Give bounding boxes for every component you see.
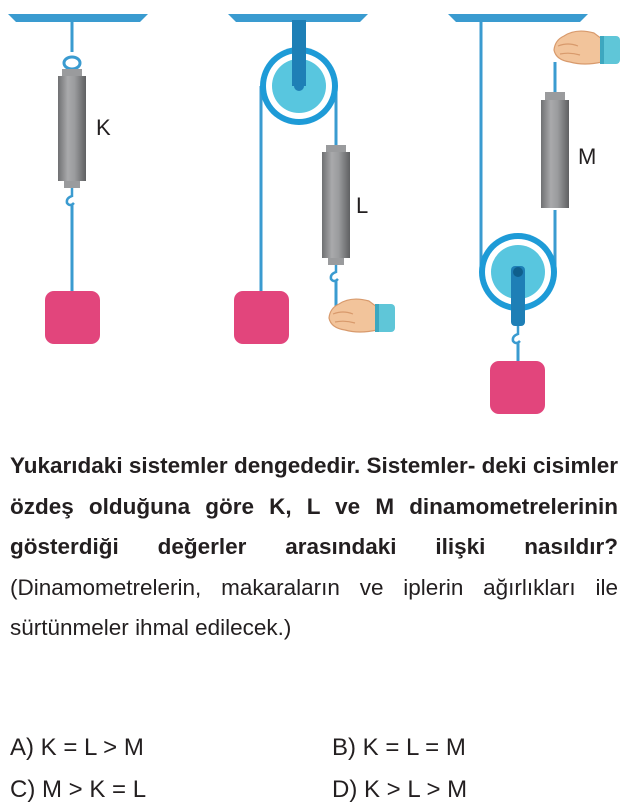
label-l: L (356, 193, 368, 218)
hook-m (511, 326, 521, 345)
label-m: M (578, 144, 596, 169)
option-d-text: K > L > M (364, 776, 468, 803)
hook-k (65, 188, 75, 207)
option-d[interactable]: D) K > L > M (332, 776, 467, 804)
dynamometer-m (541, 100, 569, 208)
option-b-letter: B) (332, 734, 356, 761)
question-line-1: Yukarıdaki sistemler dengededir. Sisteml… (10, 453, 476, 478)
weight-m (490, 361, 545, 414)
question-line-2: deki cisimler özdeş olduğuna göre K, L v… (10, 453, 618, 519)
option-c[interactable]: C) M > K = L (10, 776, 146, 804)
option-a-letter: A) (10, 734, 34, 761)
option-b-text: K = L = M (362, 734, 466, 761)
dynamometer-cap-k (62, 69, 82, 77)
option-a-text: K = L > M (40, 734, 144, 761)
pulley-l-axle (294, 81, 304, 91)
question-line-3: M dinamometrelerinin gösterdiği değerler (10, 493, 618, 560)
pulley-systems-diagram: K L M (8, 14, 621, 414)
option-c-text: M > K = L (42, 776, 147, 803)
system-m: M (448, 14, 621, 414)
ceiling-l (228, 14, 368, 22)
dynamometer-base-k (64, 181, 80, 188)
weight-l (234, 291, 289, 344)
note-line-2: ihmal edilecek.) (135, 615, 292, 641)
dynamometer-base-l (328, 258, 344, 265)
note-first: (Dinamometrelerin, (10, 574, 202, 600)
ring-k (62, 55, 82, 71)
system-l: L (228, 14, 396, 344)
option-a[interactable]: A) K = L > M (10, 734, 144, 762)
dynamometer-cap-m (545, 92, 565, 100)
pulley-l-arm (292, 20, 306, 86)
pulley-m-axle (513, 267, 523, 277)
dynamometer-l (322, 152, 350, 258)
ceiling-m (448, 14, 588, 22)
label-k: K (96, 115, 111, 140)
ceiling-k (8, 14, 148, 22)
system-k: K (8, 14, 148, 344)
question-text: Yukarıdaki sistemler dengededir. Sisteml… (10, 446, 618, 649)
dynamometer-k (58, 76, 86, 181)
weight-k (45, 291, 100, 344)
pulley-m-arm (511, 266, 525, 326)
hook-l (329, 265, 339, 283)
hand-m (553, 30, 621, 65)
dynamometer-cap-l (326, 145, 346, 153)
option-b[interactable]: B) K = L = M (332, 734, 466, 762)
hand-l (328, 298, 396, 333)
note-line-1: makaraların ve iplerin ağırlıkları ile s… (10, 574, 618, 641)
option-d-letter: D) (332, 776, 358, 803)
option-c-letter: C) (10, 776, 36, 803)
question-line-4: arasındaki ilişki nasıldır? (285, 534, 618, 560)
